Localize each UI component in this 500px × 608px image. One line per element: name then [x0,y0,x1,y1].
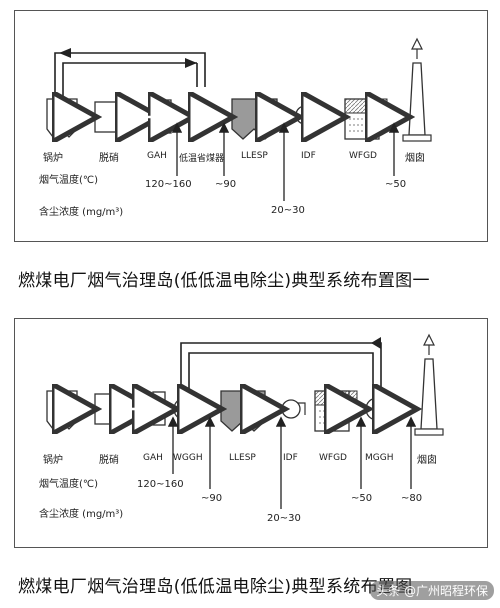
heat-recovery-loop-line [54,52,206,99]
label-wggh-1: WGGH [173,453,203,463]
row-label-dust: 含尘浓度 (mg/m³) [39,509,124,520]
value-economizer-temp: ~90 [215,179,237,190]
measurement-arrows [167,416,417,509]
value-wggh-temp: ~90 [201,493,223,504]
scr-unit [94,393,130,425]
label-scr: 脱硝 [99,153,119,164]
row-label-flue-temp: 烟气温度(℃) [39,479,99,490]
process-flow-diagram-2: W W [46,333,444,509]
label-wfgd: WFGD [349,151,377,161]
wggh-symbol-1-text: W [180,404,191,416]
value-wfgd-temp: ~50 [385,179,407,190]
value-dust: 20~30 [271,205,305,216]
label-gah: GAH [147,151,167,161]
label-chimney: 烟囱 [417,455,437,466]
label-boiler: 锅炉 [43,455,63,466]
label-wggh-2: MGGH [365,453,394,463]
wggh-symbol-2-text: W [372,404,383,416]
chimney [414,333,444,436]
wfgd-unit [344,98,388,140]
label-wfgd: WFGD [319,453,347,463]
value-gah-temp: 120~160 [137,479,184,490]
label-llesp: LLESP [229,453,256,463]
label-idf: IDF [301,151,316,161]
label-scr: 脱硝 [99,455,119,466]
label-chimney: 烟囱 [405,153,425,164]
label-idf: IDF [283,453,298,463]
value-gah-temp: 120~160 [145,179,192,190]
boiler-unit [46,98,78,138]
label-economizer: 低温省煤器 [179,154,225,164]
gah-unit [152,391,166,426]
llesp-unit [220,390,266,432]
loop-arrow [371,337,381,349]
diagram-panel-1: W [14,10,488,242]
economizer-symbol-text: W [196,110,207,122]
measurement-arrows [171,122,400,201]
gah-unit [158,99,172,134]
value-dust: 20~30 [267,513,301,524]
label-boiler: 锅炉 [43,153,63,164]
scr-unit [94,101,130,133]
diagram-panel-2: W W [14,318,488,548]
watermark: 头条 @广州昭程环保 [370,581,494,600]
wfgd-unit [314,390,358,432]
wggh-loop-line [180,342,382,397]
idf-fan [281,399,301,419]
boiler-unit [46,390,78,430]
label-llesp: LLESP [241,151,268,161]
idf-fan [295,105,315,125]
label-gah: GAH [143,453,163,463]
value-wfgd-temp: ~50 [351,493,373,504]
row-label-dust: 含尘浓度 (mg/m³) [39,207,124,218]
loop-arrow [59,48,197,68]
chimney [402,37,432,142]
process-flow-diagram-1: W [46,37,432,201]
llesp-unit [231,98,278,140]
caption-2: 燃煤电厂烟气治理岛(低低温电除尘)典型系统布置图 [18,577,413,597]
row-label-flue-temp: 烟气温度(℃) [39,175,99,186]
value-mggh-temp: ~80 [401,493,423,504]
caption-1: 燃煤电厂烟气治理岛(低低温电除尘)典型系统布置图一 [18,271,430,291]
